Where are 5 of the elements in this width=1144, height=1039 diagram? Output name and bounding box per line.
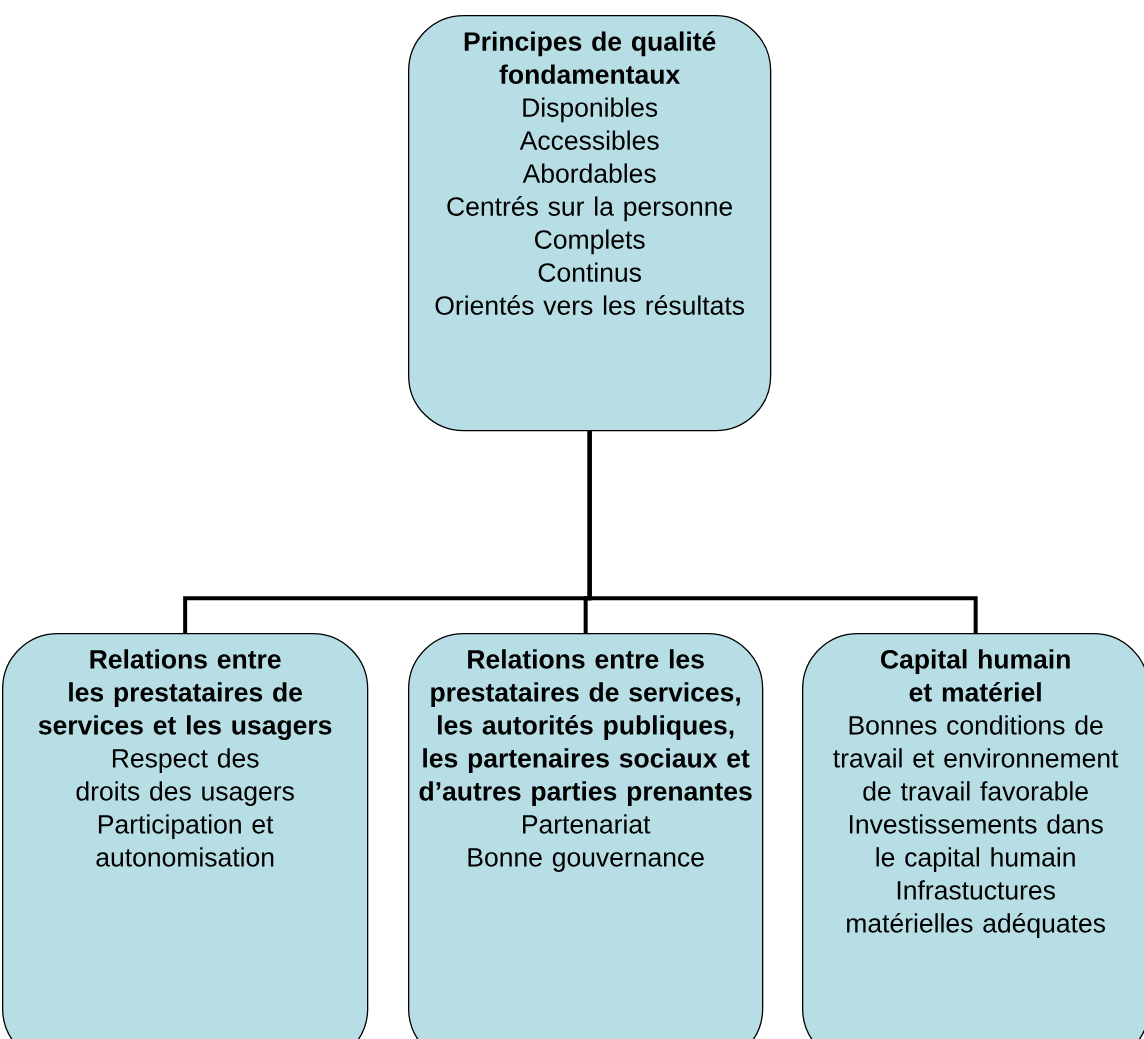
rounded-box: Capital humain et matériel Bonnes conditions de travail et environnement de travail favorable Investissements dans le capital humain Infrastuctures matérielles adéquates bbox=[802, 633, 1144, 1039]
rounded-box: Relations entre les prestataires de services, les autorités publiques, les partenaires sociaux et d’autres parties prenantes Partenariat Bonne gouvernance bbox=[408, 633, 764, 1039]
rounded-box: Relations entre les prestataires de services et les usagers Respect des droits des usagers Participation et autonomisation bbox=[2, 633, 369, 1039]
connector-line bbox=[587, 431, 978, 633]
rounded-box: Principes de qualité fondamentaux Disponibles Accessibles Abordables Centrés sur la personne Complets Continus Orientés vers les résultats bbox=[408, 15, 772, 432]
